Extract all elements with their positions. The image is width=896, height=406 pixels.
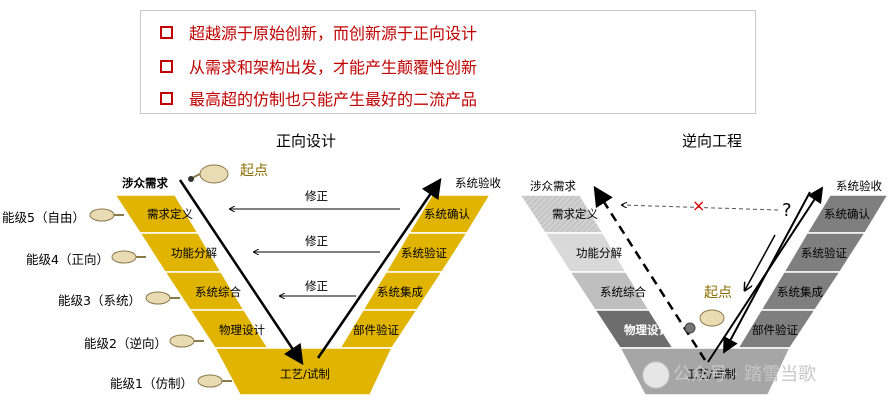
reverse-down-arrow <box>723 191 811 354</box>
blocked-arrow <box>622 205 779 211</box>
forward-band-label-validation: 系统确认 <box>424 207 470 221</box>
fix-label-1: 修正 <box>305 189 328 203</box>
reverse-band-label-functions: 功能分解 <box>576 246 622 260</box>
reverse-start-dot <box>684 322 696 334</box>
forward-band-label-functions: 功能分解 <box>171 246 217 260</box>
forward-band-manufacture <box>213 347 394 396</box>
reverse-top-right-label: 系统验收 <box>836 179 882 193</box>
watermark-text: 公众号 · 踏雪当歌 <box>673 364 817 385</box>
level-3-label: 能级3（系统） <box>58 293 141 308</box>
reverse-cross-icon: × <box>692 196 706 215</box>
reverse-start-hand-icon <box>699 309 725 327</box>
forward-band-label-integration: 系统集成 <box>377 285 423 299</box>
bullet-square-icon <box>160 59 173 73</box>
reverse-top-left-label: 涉众需求 <box>530 179 576 193</box>
reverse-question-mark: ? <box>782 200 792 221</box>
reverse-band-label-manufacture: 工艺/试制 <box>686 367 736 381</box>
forward-band-label-verification: 系统验证 <box>401 246 447 260</box>
level-hand-icons <box>89 208 232 388</box>
forward-down-arrow <box>178 179 304 366</box>
level-5-label: 能级5（自由） <box>2 210 85 225</box>
reverse-short-arrow <box>745 234 776 290</box>
fix-label-2: 修正 <box>305 234 328 248</box>
forward-v <box>113 164 492 396</box>
principles-box <box>140 10 756 114</box>
reverse-band-label-physical: 物理设计 <box>624 323 670 337</box>
forward-band-label-synthesis: 系统综合 <box>195 285 241 299</box>
reverse-title: 逆向工程 <box>682 132 743 150</box>
forward-band-label-manufacture: 工艺/试制 <box>280 367 330 381</box>
level-2-label: 能级2（逆向） <box>84 336 167 351</box>
reverse-band-label-requirements: 需求定义 <box>552 207 598 221</box>
forward-up-arrow <box>316 177 442 359</box>
watermark-logo-icon <box>642 361 670 389</box>
reverse-v <box>518 185 890 396</box>
level-4-label: 能级4（正向） <box>26 252 109 267</box>
forward-top-left-label: 涉众需求 <box>122 176 168 190</box>
level-1-label: 能级1（仿制） <box>110 376 193 391</box>
principle-1: 超越源于原始创新，而创新源于正向设计 <box>160 18 477 46</box>
reverse-start-label: 起点 <box>704 285 732 301</box>
bullet-square-icon <box>160 91 173 105</box>
reverse-band-label-validation: 系统确认 <box>824 207 870 221</box>
principle-2: 从需求和架构出发，才能产生颠覆性创新 <box>160 52 477 80</box>
reverse-band-label-synthesis: 系统综合 <box>600 285 646 299</box>
reverse-band-label-integration: 系统集成 <box>777 285 823 299</box>
forward-band-label-physical: 物理设计 <box>219 323 265 337</box>
reverse-band-label-component: 部件验证 <box>752 323 798 337</box>
fix-label-3: 修正 <box>305 279 328 293</box>
forward-title: 正向设计 <box>276 132 337 150</box>
start-hand-icon <box>188 164 229 184</box>
principle-3: 最高超的仿制也只能产生最好的二流产品 <box>160 84 477 112</box>
forward-band-label-requirements: 需求定义 <box>147 207 193 221</box>
forward-band-label-component: 部件验证 <box>353 323 399 337</box>
bullet-square-icon <box>160 25 173 39</box>
forward-top-right-label: 系统验收 <box>455 176 501 190</box>
reverse-band-label-verification: 系统验证 <box>801 246 847 260</box>
forward-start-label: 起点 <box>240 163 268 179</box>
